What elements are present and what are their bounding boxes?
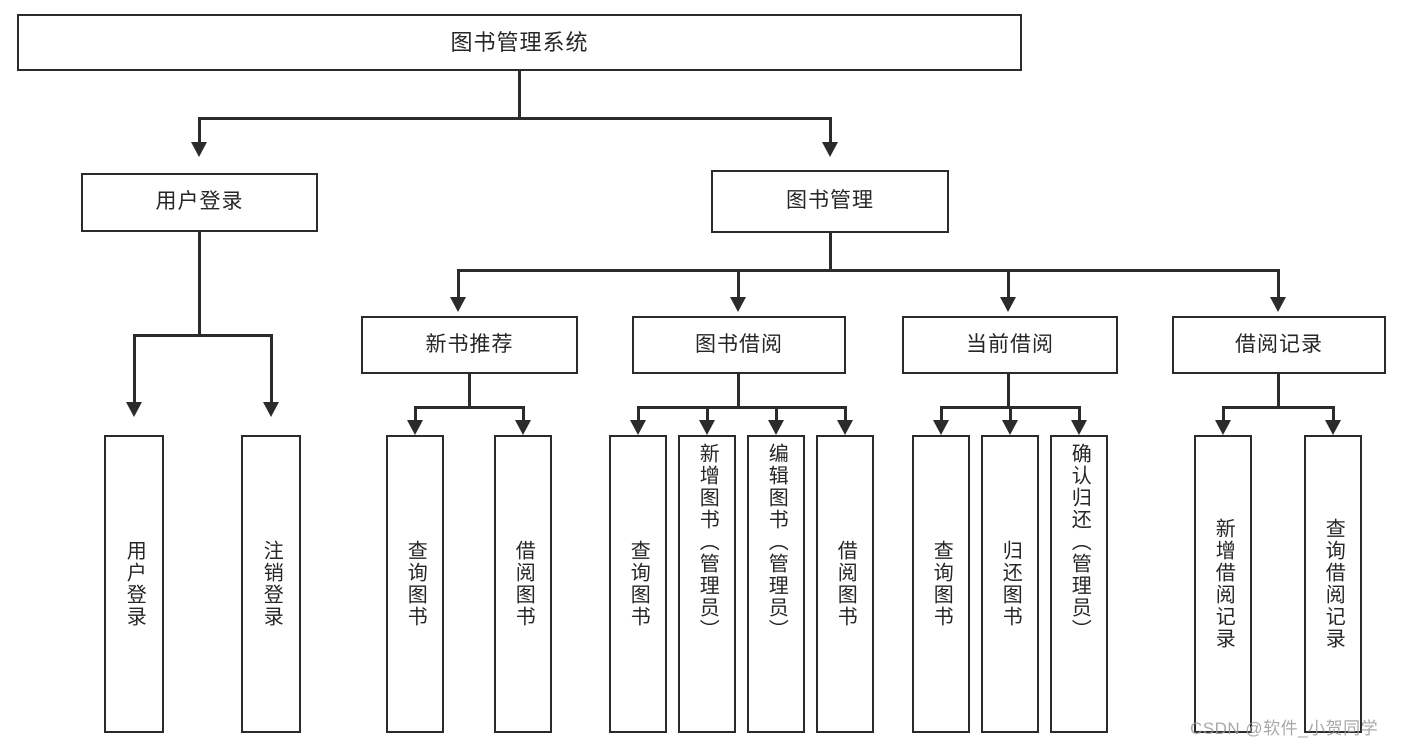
connector-current-drop-3 bbox=[1078, 406, 1081, 423]
connector-level2-drop-1 bbox=[198, 117, 201, 144]
connector-user-login-stem bbox=[198, 232, 201, 336]
leaf-borrow-add-book[interactable]: 新增图书（管理员） bbox=[678, 435, 736, 733]
connector-borrow-drop-2 bbox=[706, 406, 709, 423]
leaf-label: 确认归还（管理员） bbox=[1068, 443, 1091, 641]
connector-record-drop-1 bbox=[1222, 406, 1225, 423]
node-user-login[interactable]: 用户登录 bbox=[81, 173, 318, 232]
leaf-current-return-book[interactable]: 归还图书 bbox=[981, 435, 1039, 733]
leaf-label: 查询图书 bbox=[404, 540, 427, 628]
arrow-down-level2-2 bbox=[822, 142, 838, 157]
node-book-borrow[interactable]: 图书借阅 bbox=[632, 316, 846, 374]
node-new-book-recommend[interactable]: 新书推荐 bbox=[361, 316, 578, 374]
leaf-label: 注销登录 bbox=[260, 540, 283, 628]
connector-new-book-stem bbox=[468, 374, 471, 408]
leaf-label: 借阅图书 bbox=[512, 540, 535, 628]
connector-new-book-bus bbox=[414, 406, 524, 409]
node-label: 用户登录 bbox=[155, 190, 244, 214]
arrow-down-record-2 bbox=[1325, 420, 1341, 435]
connector-book-mgmt-stem bbox=[829, 233, 832, 271]
connector-level3-bus bbox=[457, 269, 1278, 272]
node-label: 图书借阅 bbox=[695, 332, 783, 356]
node-label: 借阅记录 bbox=[1235, 332, 1323, 356]
arrow-down-user-login-1 bbox=[126, 402, 142, 417]
leaf-borrow-borrow-book[interactable]: 借阅图书 bbox=[816, 435, 874, 733]
connector-current-stem bbox=[1007, 374, 1010, 408]
leaf-current-confirm-return[interactable]: 确认归还（管理员） bbox=[1050, 435, 1108, 733]
arrow-down-level3-1 bbox=[450, 297, 466, 312]
connector-new-book-drop-2 bbox=[522, 406, 525, 423]
node-book-management[interactable]: 图书管理 bbox=[711, 170, 949, 233]
connector-user-login-drop-2 bbox=[270, 334, 273, 404]
arrow-down-borrow-2 bbox=[699, 420, 715, 435]
arrow-down-borrow-3 bbox=[768, 420, 784, 435]
connector-record-drop-2 bbox=[1332, 406, 1335, 423]
connector-user-login-bus bbox=[133, 334, 270, 337]
arrow-down-level3-4 bbox=[1270, 297, 1286, 312]
connector-record-stem bbox=[1277, 374, 1280, 408]
connector-borrow-bus bbox=[637, 406, 845, 409]
node-root-system[interactable]: 图书管理系统 bbox=[17, 14, 1022, 71]
connector-borrow-drop-3 bbox=[775, 406, 778, 423]
arrow-down-new-book-1 bbox=[407, 420, 423, 435]
connector-level2-drop-2 bbox=[829, 117, 832, 144]
node-borrow-record[interactable]: 借阅记录 bbox=[1172, 316, 1386, 374]
arrow-down-new-book-2 bbox=[515, 420, 531, 435]
watermark-text: CSDN @软件_小贺同学 bbox=[1190, 719, 1379, 738]
node-label: 当前借阅 bbox=[966, 332, 1054, 356]
arrow-down-record-1 bbox=[1215, 420, 1231, 435]
arrow-down-level3-3 bbox=[1000, 297, 1016, 312]
connector-level2-bus bbox=[198, 117, 832, 120]
connector-current-drop-1 bbox=[940, 406, 943, 423]
arrow-down-current-3 bbox=[1071, 420, 1087, 435]
connector-level3-drop-2 bbox=[737, 269, 740, 299]
node-label: 图书管理系统 bbox=[450, 29, 589, 55]
leaf-label: 用户登录 bbox=[123, 540, 146, 628]
leaf-label: 查询借阅记录 bbox=[1322, 518, 1345, 650]
connector-new-book-drop-1 bbox=[414, 406, 417, 423]
leaf-borrow-query-book[interactable]: 查询图书 bbox=[609, 435, 667, 733]
arrow-down-level2-1 bbox=[191, 142, 207, 157]
connector-user-login-drop-1 bbox=[133, 334, 136, 404]
node-label: 图书管理 bbox=[786, 189, 874, 213]
connector-current-drop-2 bbox=[1009, 406, 1012, 423]
leaf-label: 归还图书 bbox=[999, 540, 1022, 628]
leaf-label: 查询图书 bbox=[627, 540, 650, 628]
connector-borrow-drop-4 bbox=[844, 406, 847, 423]
leaf-user-login-login[interactable]: 用户登录 bbox=[104, 435, 164, 733]
connector-record-bus bbox=[1222, 406, 1334, 409]
node-current-borrow[interactable]: 当前借阅 bbox=[902, 316, 1118, 374]
leaf-user-login-logout[interactable]: 注销登录 bbox=[241, 435, 301, 733]
leaf-label: 新增借阅记录 bbox=[1212, 518, 1235, 650]
leaf-label: 借阅图书 bbox=[834, 540, 857, 628]
leaf-current-query-book[interactable]: 查询图书 bbox=[912, 435, 970, 733]
connector-level3-drop-4 bbox=[1277, 269, 1280, 299]
arrow-down-level3-2 bbox=[730, 297, 746, 312]
leaf-new-book-query[interactable]: 查询图书 bbox=[386, 435, 444, 733]
leaf-label: 新增图书（管理员） bbox=[696, 443, 719, 641]
arrow-down-borrow-1 bbox=[630, 420, 646, 435]
connector-level3-drop-3 bbox=[1007, 269, 1010, 299]
leaf-record-query[interactable]: 查询借阅记录 bbox=[1304, 435, 1362, 733]
leaf-new-book-borrow[interactable]: 借阅图书 bbox=[494, 435, 552, 733]
connector-borrow-stem bbox=[737, 374, 740, 408]
connector-root-stem bbox=[518, 71, 521, 119]
arrow-down-user-login-2 bbox=[263, 402, 279, 417]
arrow-down-borrow-4 bbox=[837, 420, 853, 435]
arrow-down-current-1 bbox=[933, 420, 949, 435]
connector-level3-drop-1 bbox=[457, 269, 460, 299]
node-label: 新书推荐 bbox=[425, 332, 514, 356]
leaf-label: 编辑图书（管理员） bbox=[765, 443, 788, 641]
leaf-label: 查询图书 bbox=[930, 540, 953, 628]
leaf-record-add[interactable]: 新增借阅记录 bbox=[1194, 435, 1252, 733]
leaf-borrow-edit-book[interactable]: 编辑图书（管理员） bbox=[747, 435, 805, 733]
arrow-down-current-2 bbox=[1002, 420, 1018, 435]
connector-borrow-drop-1 bbox=[637, 406, 640, 423]
